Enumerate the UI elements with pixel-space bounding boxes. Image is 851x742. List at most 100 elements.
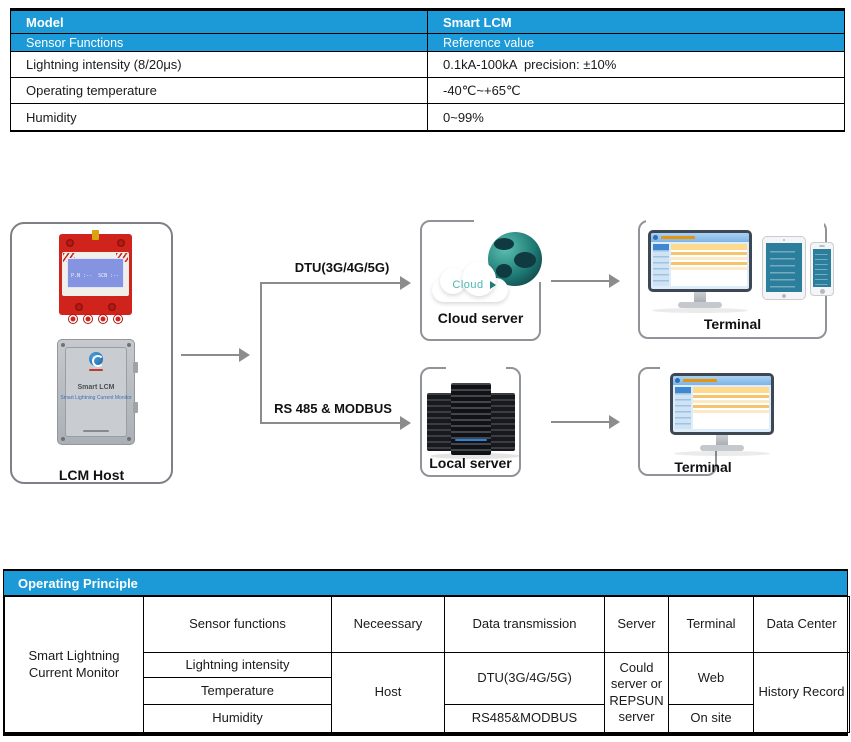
cloud-icon: Cloud [432,262,512,302]
connector-host-arrowhead-icon [239,348,250,362]
local-server-box: Local server [420,365,521,477]
connector-branch-line [260,282,262,424]
cell-web: Web [668,652,754,705]
device-button-icon [99,315,107,323]
spec-table: Model Smart LCM Sensor Functions Referen… [10,8,845,132]
cell-terminal-header: Terminal [668,596,754,653]
terminal-bottom-caption: Terminal [674,459,732,475]
device-buttons [62,315,129,323]
connector-dtu-arrowhead-icon [400,276,411,290]
cell-monitor-label: Smart Lightning Current Monitor [4,596,144,733]
cell-data-center-header: Data Center [753,596,850,653]
cloud-word: Cloud [452,279,484,291]
mount-hole-icon [66,239,74,247]
mount-hole-icon [117,239,125,247]
mount-hole-icon [108,303,116,311]
cell-humidity: Humidity [143,704,332,733]
lcd-line: P.N :-- SCB :-- [71,273,120,279]
connector-rs485-arrowhead-icon [400,416,411,430]
mount-hole-icon [75,303,83,311]
server-shadow [430,453,520,459]
terminal-bottom-box: Terminal [638,365,774,476]
lcm-host-caption: LCM Host [58,467,125,483]
globe-icon [488,232,542,286]
red-stripes-icon [116,253,128,262]
connector-cloud-terminal-arrowhead-icon [609,274,620,288]
cell-sensor-functions: Sensor functions [143,596,332,653]
screw-icon [127,343,131,347]
enclosure-title: Smart LCM [77,384,115,391]
cell-rs485: RS485&MODBUS [444,704,605,733]
device-face-panel: P.N :-- SCB :-- Res.:----- Int.: 2.1kA#0… [62,252,129,323]
spec-header-row: Model Smart LCM [11,11,844,34]
tablet-icon [762,236,806,300]
enclosure-footer-text [83,430,109,432]
connector-local-terminal-line [551,421,611,423]
latch-icon [133,402,138,413]
cloud-server-caption: Cloud server [437,310,524,326]
local-server-caption: Local server [429,455,512,471]
rs485-link-label: RS 485 & MODBUS [274,401,392,416]
spec-row-label: Operating temperature [11,78,428,103]
cell-server-header: Server [604,596,669,653]
connector-cloud-terminal-line [551,280,611,282]
operating-principle-table: Operating Principle Smart Lightning Curr… [3,569,850,736]
spec-row-value: 0.1kA-100kA precision: ±10% [443,57,617,72]
spec-subheader-label: Sensor Functions [11,34,428,51]
latch-icon [133,362,138,373]
connector-dtu-line [260,282,402,284]
lcd-screen: P.N :-- SCB :-- Res.:----- Int.: 2.1kA#0… [67,258,124,288]
spec-row-label: Humidity [11,104,428,130]
terminal-top-caption: Terminal [703,316,762,332]
spec-row-humidity: Humidity 0~99% [11,104,844,130]
spec-row-label: Lightning intensity (8/20μs) [11,52,428,77]
server-tower-icon [490,393,515,451]
terminal-top-box: Terminal [638,218,834,339]
cell-on-site: On site [668,704,754,733]
cell-history-record: History Record [753,652,850,733]
cell-dtu: DTU(3G/4G/5G) [444,652,605,705]
table-row: Lightning intensity Host DTU(3G/4G/5G) C… [5,652,850,733]
device-button-icon [69,315,77,323]
server-tower-icon [451,383,491,455]
enclosure-subtitle: Smart Lightning Current Monitor [60,395,132,401]
cell-necessary-header: Neceessary [331,596,445,653]
server-tower-icon [427,393,452,451]
connector-rs485-line [260,422,402,424]
leaf-icon [490,281,496,289]
table-row: Temperature [5,677,850,705]
desktop-monitor-icon [648,230,752,314]
table-row: Smart Lightning Current Monitor Sensor f… [4,596,850,733]
spec-header-model: Model [11,11,428,33]
cloud-server-box: Cloud Cloud server [420,218,542,341]
antenna-connector-icon [92,230,99,240]
connector-local-terminal-arrowhead-icon [609,415,620,429]
screw-icon [61,437,65,441]
cell-temperature: Temperature [143,677,332,705]
lcm-host-box: P.N :-- SCB :-- Res.:----- Int.: 2.1kA#0… [10,222,173,484]
cell-host: Host [331,652,445,733]
brand-logo-text [89,369,103,371]
device-button-icon [84,315,92,323]
connector-host-line [181,354,241,356]
spec-row-value: -40℃~+65℃ [443,82,521,98]
brand-logo-icon [89,352,104,367]
table-row: Humidity RS485&MODBUS On site [5,704,850,733]
phone-icon [810,242,834,296]
cell-data-transmission-header: Data transmission [444,596,605,653]
desktop-monitor-icon [670,373,774,457]
cell-lightning-intensity: Lightning intensity [143,652,332,678]
screw-icon [127,437,131,441]
dtu-link-label: DTU(3G/4G/5G) [294,260,390,275]
red-stripes-icon [63,253,75,262]
spec-row-value: 0~99% [443,109,484,125]
screw-icon [61,343,65,347]
enclosure-device-image: Smart LCM Smart Lightning Current Monito… [57,339,138,445]
spec-row-temperature: Operating temperature -40℃~+65℃ [11,78,844,104]
cell-server-value: Could server or REPSUN server [604,652,669,733]
operating-principle-title: Operating Principle [4,571,847,596]
device-button-icon [114,315,122,323]
spec-header-value: Smart LCM [443,14,512,30]
spec-subheader-row: Sensor Functions Reference value [11,34,844,52]
